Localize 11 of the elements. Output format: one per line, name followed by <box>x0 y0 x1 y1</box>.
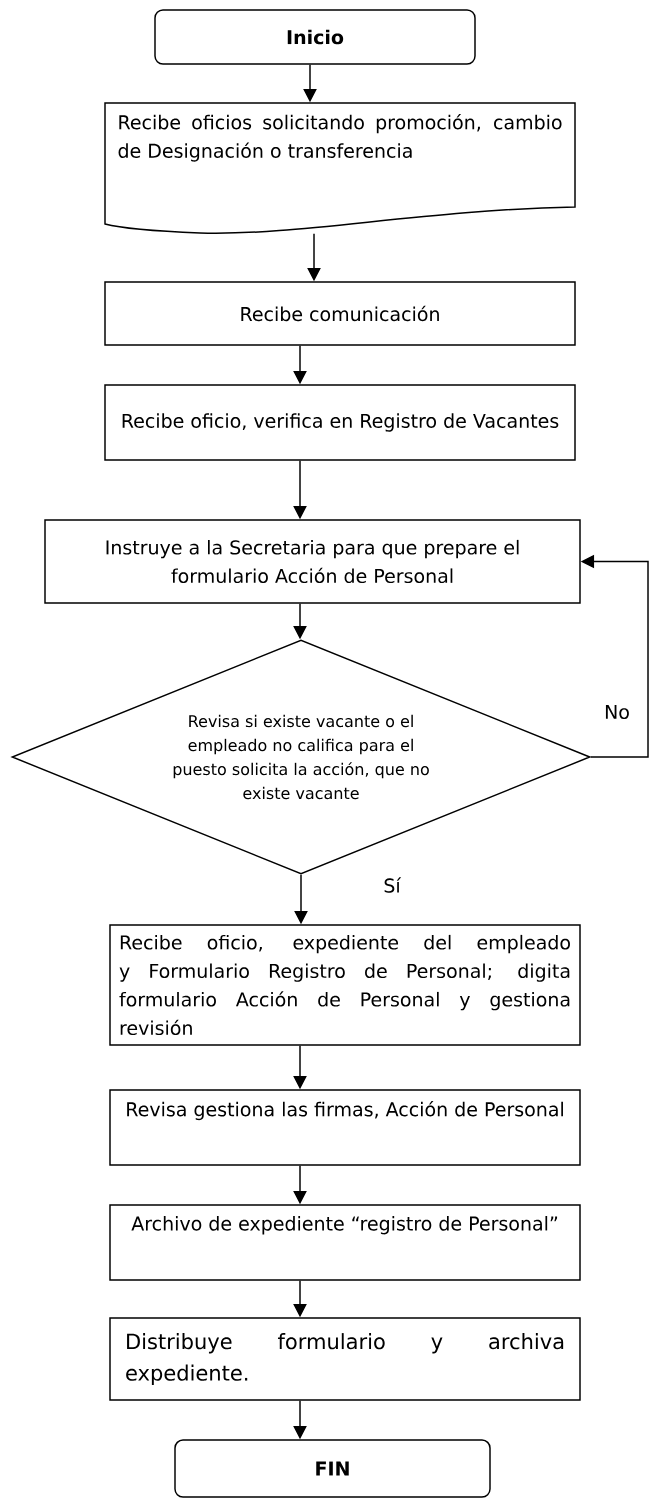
terminal-box: FIN <box>174 1439 491 1498</box>
process-box: Instruye a la Secretaria para que prepare el formulario Acción de Personal <box>44 519 581 604</box>
process-box: Archivo de expediente “registro de Personal” <box>109 1204 581 1281</box>
process-box: Revisa gestiona las firmas, Acción de Personal <box>109 1089 581 1166</box>
process-box: Recibe oficio, expediente del empleado y Formulario Registro de Personal; digita formulario Acción de Personal y gestiona revisión <box>109 924 581 1046</box>
process-box: Distribuye formulario y archiva expediente. <box>109 1317 581 1401</box>
edge-label: Sí <box>384 877 402 893</box>
process-box: Recibe comunicación <box>104 281 576 346</box>
process-box: Recibe oficio, verifica en Registro de Vacantes <box>104 384 576 461</box>
terminal-box: Inicio <box>154 9 476 65</box>
edge-label: No <box>605 704 629 720</box>
